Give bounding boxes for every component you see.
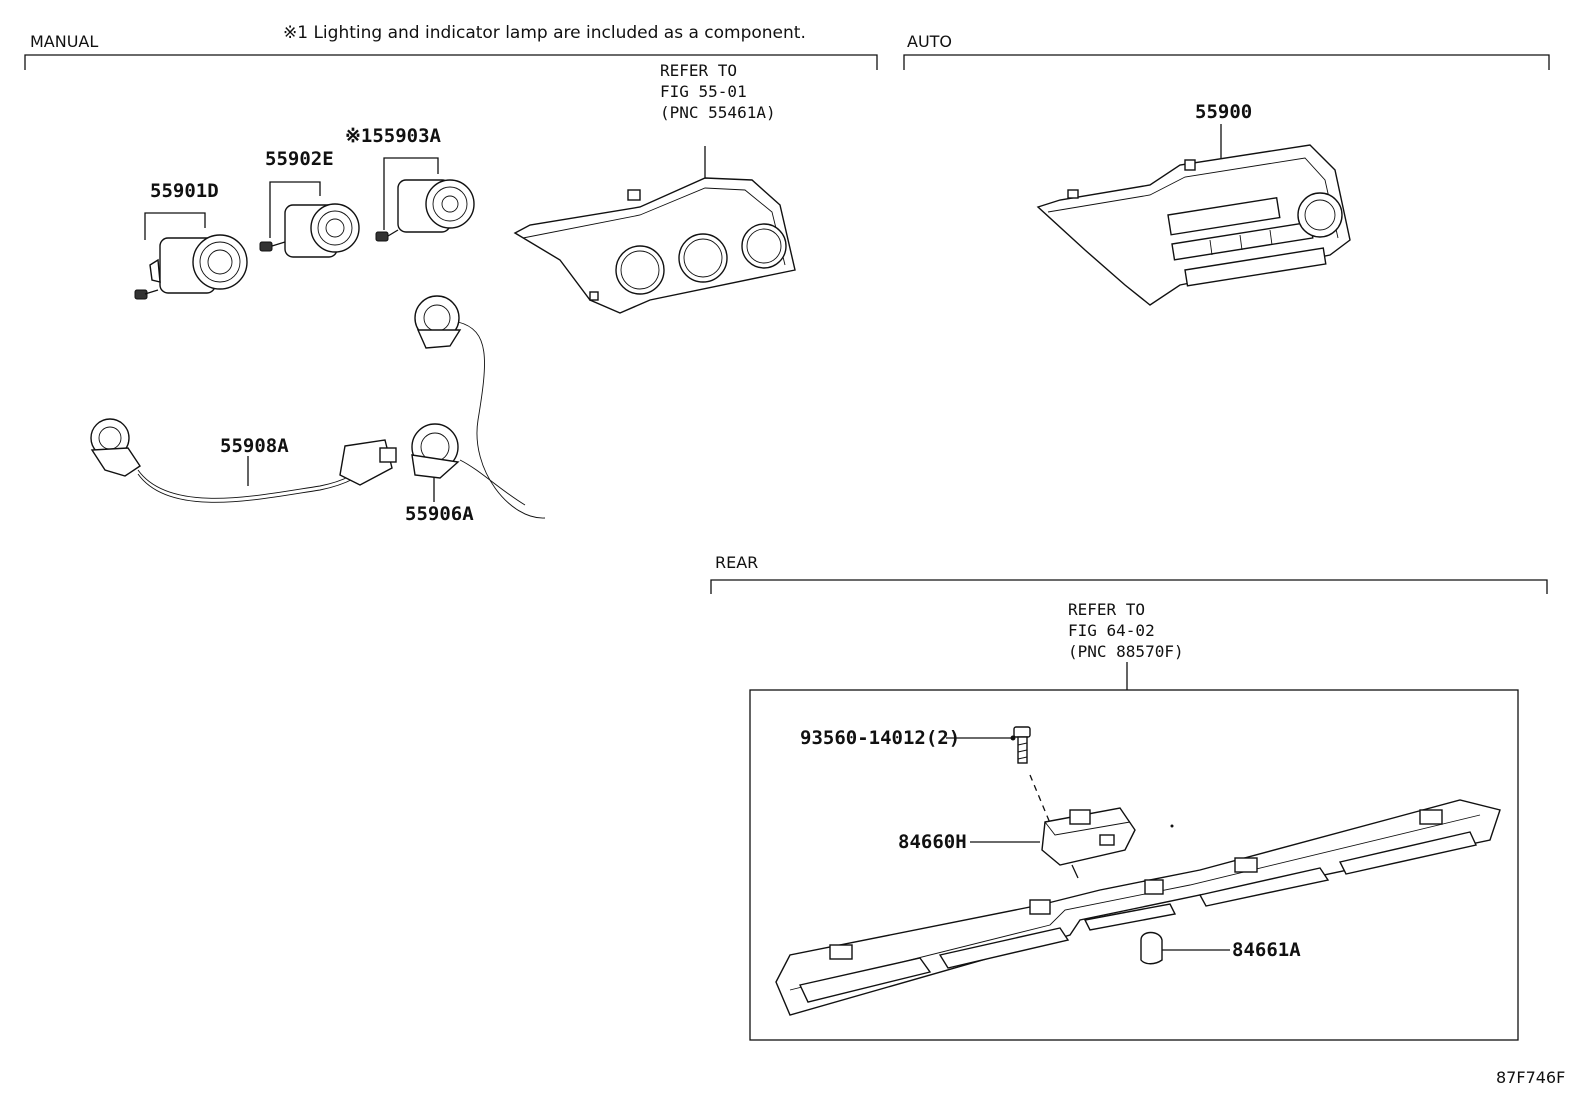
part-84660H-label: 84660H [898,831,967,853]
part-55902E-label: 55902E [265,148,334,170]
part-55903A-label: ※155903A [345,125,442,147]
rear-register-panel [775,799,1501,1016]
refer-rear-line-3: (PNC 88570F) [1068,642,1184,661]
refer-label-manual: REFER TO FIG 55-01 (PNC 55461A) [660,61,776,182]
figure-id: 87F746F [1496,1068,1565,1087]
component-note: ※1 Lighting and indicator lamp are inclu… [283,23,806,43]
part-55902E: 55902E [259,148,360,258]
refer-manual-line-2: FIG 55-01 [660,82,747,101]
part-55901D: 55901D [134,180,248,300]
part-93560-14012: 93560-14012(2) [800,726,1056,836]
part-55908A-label: 55908A [220,435,289,457]
rear-assembly-frame [749,689,1519,1041]
part-55900: 55900 [1036,101,1351,306]
part-93560-label: 93560-14012(2) [800,727,960,749]
manual-section-label: MANUAL [30,32,98,51]
refer-rear-line-1: REFER TO [1068,600,1145,619]
part-55906A-label: 55906A [405,503,474,525]
auto-section: AUTO [903,32,1550,70]
part-84661A-label: 84661A [1232,939,1301,961]
refer-manual-line-3: (PNC 55461A) [660,103,776,122]
rear-section-label: REAR [715,553,758,572]
manual-control-panel [513,177,796,314]
manual-section: MANUAL [24,32,878,70]
part-84660H: 84660H [898,807,1174,879]
refer-label-rear: REFER TO FIG 64-02 (PNC 88570F) [1068,600,1184,690]
part-84661A: 84661A [1140,931,1301,965]
refer-rear-line-2: FIG 64-02 [1068,621,1155,640]
refer-manual-line-1: REFER TO [660,61,737,80]
part-55908A: 55908A [90,418,397,503]
part-55903A: ※155903A [345,125,475,242]
part-55906A: 55906A [405,295,546,525]
part-55900-label: 55900 [1195,101,1252,123]
rear-section: REAR [710,553,1548,594]
part-55901D-label: 55901D [150,180,219,202]
auto-section-label: AUTO [907,32,952,51]
